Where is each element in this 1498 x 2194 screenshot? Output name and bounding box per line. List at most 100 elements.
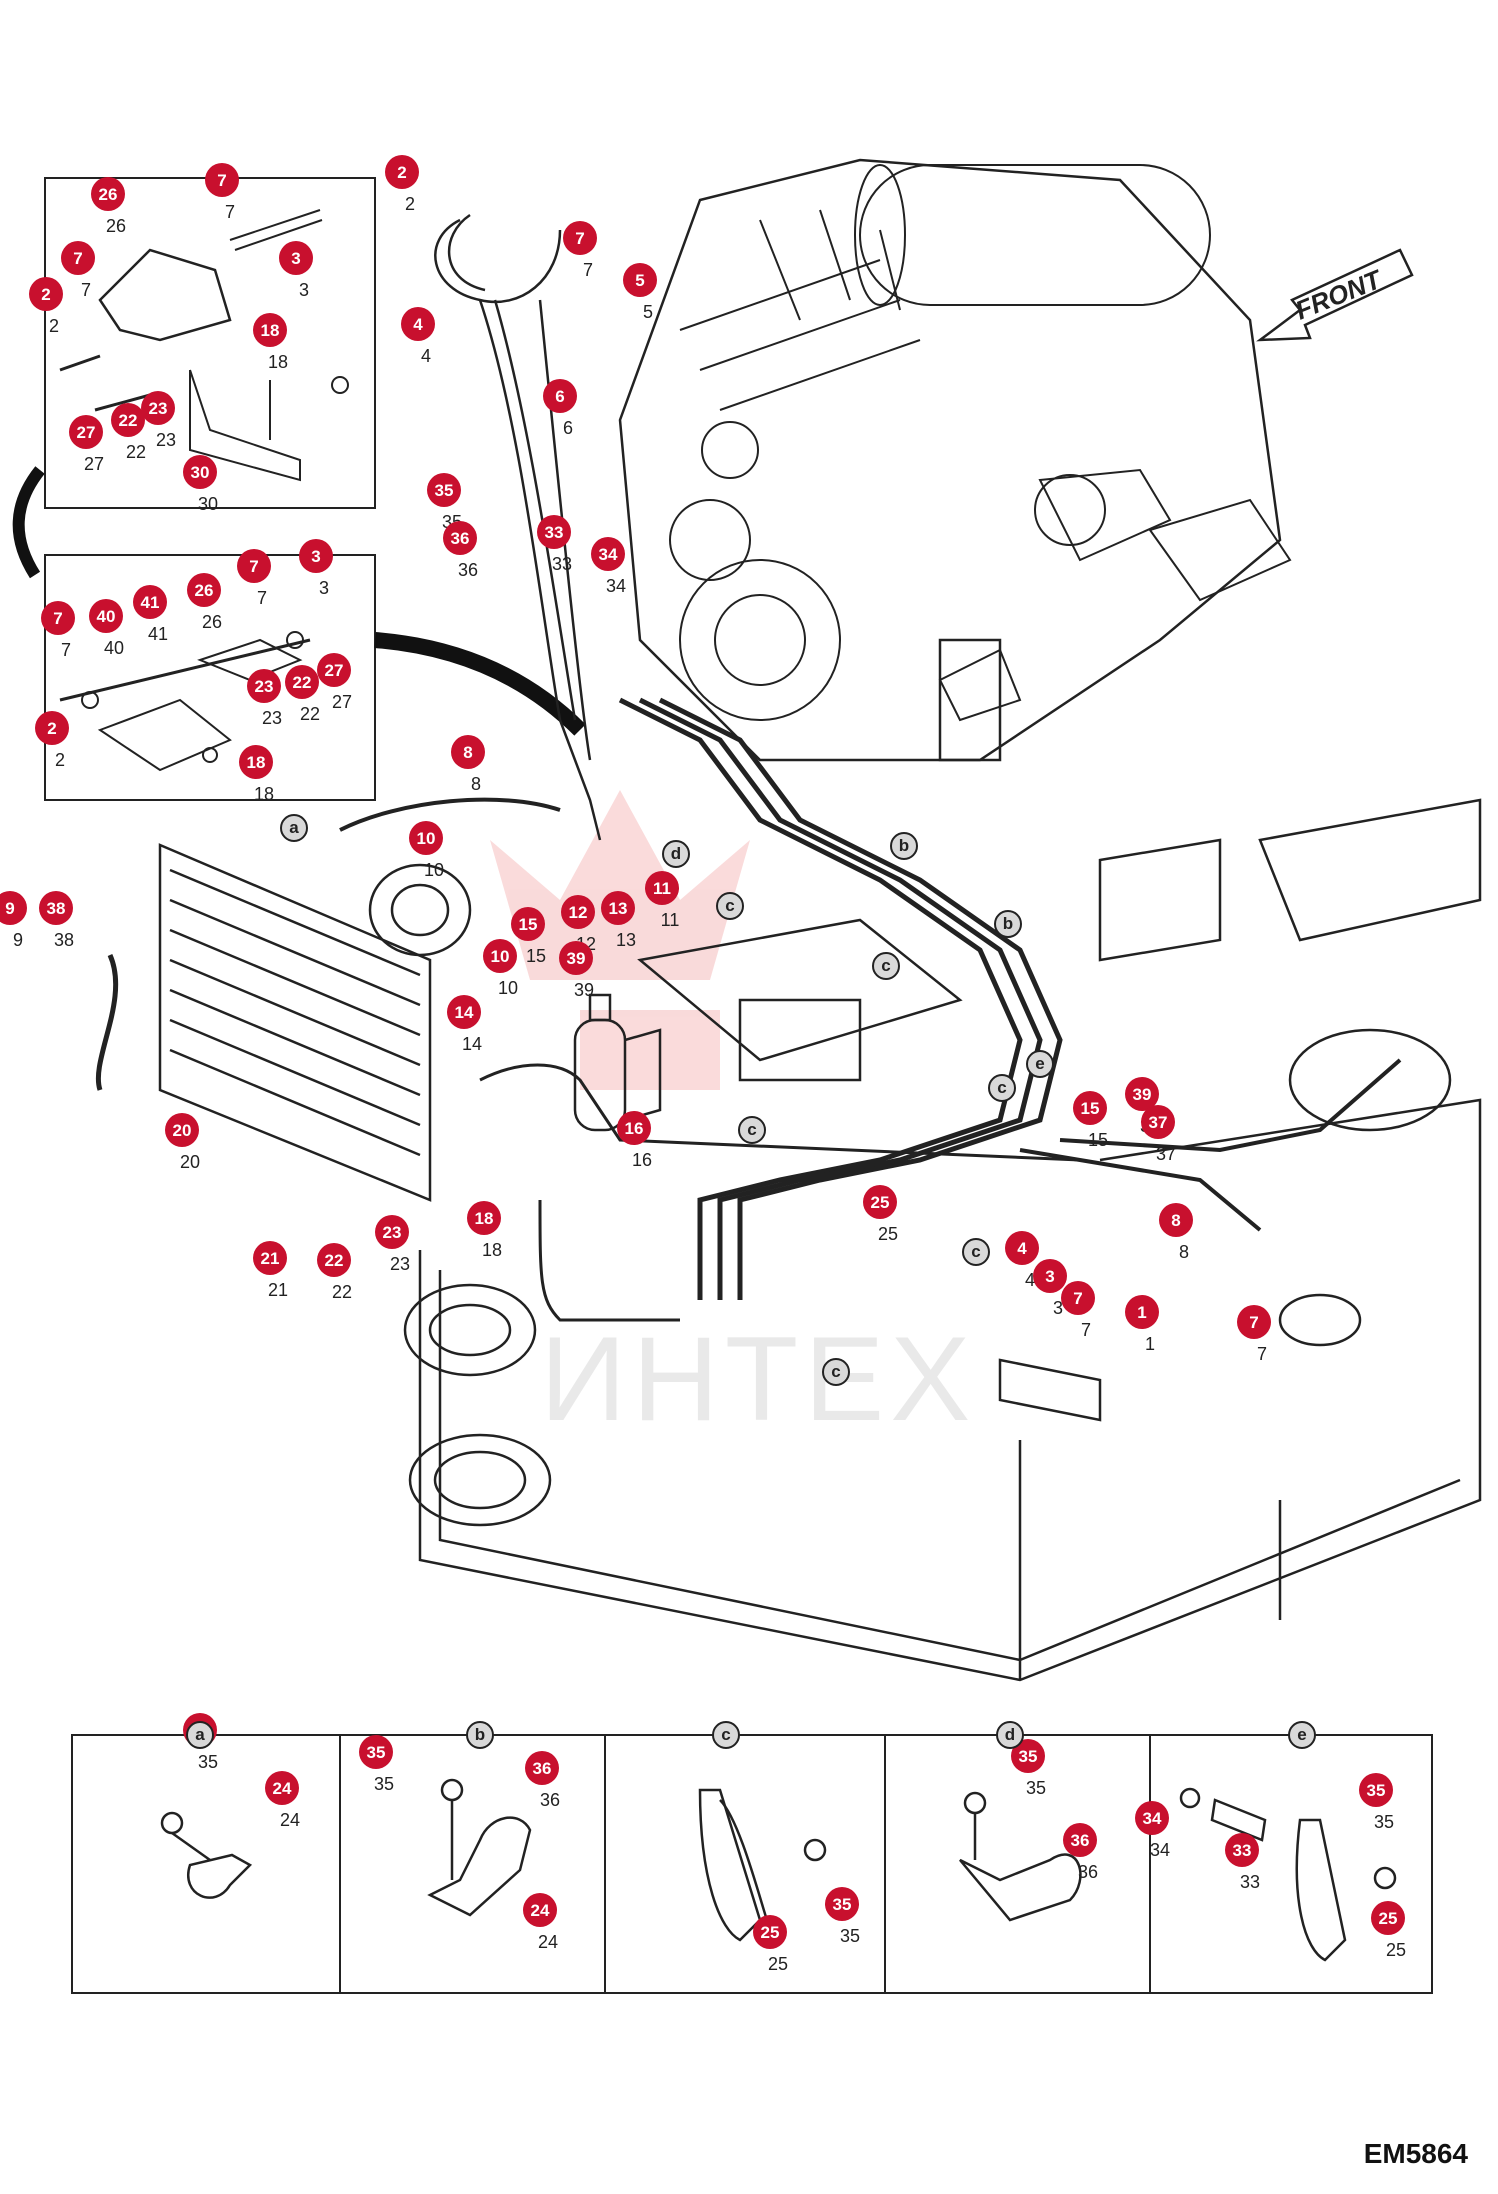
callout-echo-number: 35 — [198, 1752, 218, 1772]
callout-echo-number: 26 — [202, 612, 222, 632]
callout-badge — [561, 895, 595, 929]
callout-number: 21 — [261, 1249, 280, 1268]
callout-badge — [111, 403, 145, 437]
callout-badge — [183, 455, 217, 489]
callout-echo-number: 2 — [49, 316, 59, 336]
callout-c-4a: 44 — [401, 307, 435, 366]
callout-echo-number: 36 — [540, 1790, 560, 1810]
callout-number: 7 — [1249, 1313, 1258, 1332]
callout-c-7a: 77 — [205, 163, 239, 222]
ref-letter-text: e — [1035, 1054, 1044, 1073]
callout-badge — [511, 907, 545, 941]
callout-number: 2 — [41, 285, 50, 304]
callout-echo-number: 41 — [148, 624, 168, 644]
callout-number: 14 — [455, 1003, 474, 1022]
callout-echo-number: 10 — [498, 978, 518, 998]
callout-badge — [483, 939, 517, 973]
callout-echo-number: 2 — [405, 194, 415, 214]
ref-letter-l-b1: b — [890, 832, 918, 860]
callout-number: 7 — [217, 171, 226, 190]
ref-letter-text: c — [971, 1242, 980, 1261]
callout-c-3b: 33 — [299, 539, 333, 598]
ref-letter-text: c — [721, 1725, 730, 1744]
callout-badge — [1063, 1823, 1097, 1857]
callout-c-5: 55 — [623, 263, 657, 322]
callout-number: 7 — [1073, 1289, 1082, 1308]
ref-letter-circle — [738, 1116, 766, 1144]
callout-badge — [35, 711, 69, 745]
callout-echo-number: 15 — [1088, 1130, 1108, 1150]
callout-badge — [401, 307, 435, 341]
ref-letter-l-c3: c — [738, 1116, 766, 1144]
callout-badge — [141, 391, 175, 425]
callout-echo-number: 1 — [1145, 1334, 1155, 1354]
callout-echo-number: 40 — [104, 638, 124, 658]
callout-badge — [165, 1113, 199, 1147]
callout-echo-number: 9 — [13, 930, 23, 950]
ref-letter-circle — [988, 1074, 1016, 1102]
callout-number: 18 — [475, 1209, 494, 1228]
callout-number: 20 — [173, 1121, 192, 1140]
ref-letter-l-b2: b — [994, 910, 1022, 938]
callout-badge — [1237, 1305, 1271, 1339]
callout-echo-number: 7 — [583, 260, 593, 280]
upper-frame — [403, 638, 1482, 1682]
callout-badge — [1125, 1077, 1159, 1111]
callout-number: 8 — [463, 743, 472, 762]
callout-number: 8 — [1171, 1211, 1180, 1230]
callout-number: 41 — [141, 593, 160, 612]
callout-echo-number: 7 — [1257, 1344, 1267, 1364]
callout-number: 25 — [871, 1193, 890, 1212]
callout-number: 15 — [519, 915, 538, 934]
callout-echo-number: 3 — [319, 578, 329, 598]
callout-badge — [385, 155, 419, 189]
callout-number: 22 — [119, 411, 138, 430]
watermark: ИНТЕХ — [540, 1312, 976, 1446]
callout-c-7c: 77 — [237, 549, 271, 608]
callout-echo-number: 20 — [180, 1152, 200, 1172]
callout-c-3a: 33 — [279, 241, 313, 300]
detail-e-clamp — [1179, 1787, 1397, 1962]
callout-number: 26 — [195, 581, 214, 600]
callout-badge — [89, 599, 123, 633]
callout-number: 3 — [291, 249, 300, 268]
callout-number: 24 — [531, 1901, 550, 1920]
ref-letter-circle — [890, 832, 918, 860]
callout-number: 15 — [1081, 1099, 1100, 1118]
callout-badge — [317, 1243, 351, 1277]
ref-letter-circle — [466, 1721, 494, 1749]
callout-echo-number: 35 — [840, 1926, 860, 1946]
callout-number: 13 — [609, 899, 628, 918]
ref-letter-text: b — [1003, 914, 1013, 933]
ref-letter-circle — [996, 1721, 1024, 1749]
callout-c-26b: 26 26 — [187, 573, 222, 632]
callout-echo-number: 8 — [471, 774, 481, 794]
callout-number: 2 — [47, 719, 56, 738]
callout-echo-number: 25 — [1386, 1940, 1406, 1960]
callout-badge — [29, 277, 63, 311]
callout-badge — [247, 669, 281, 703]
compressor — [368, 863, 472, 957]
callout-echo-number: 11 — [661, 910, 680, 930]
